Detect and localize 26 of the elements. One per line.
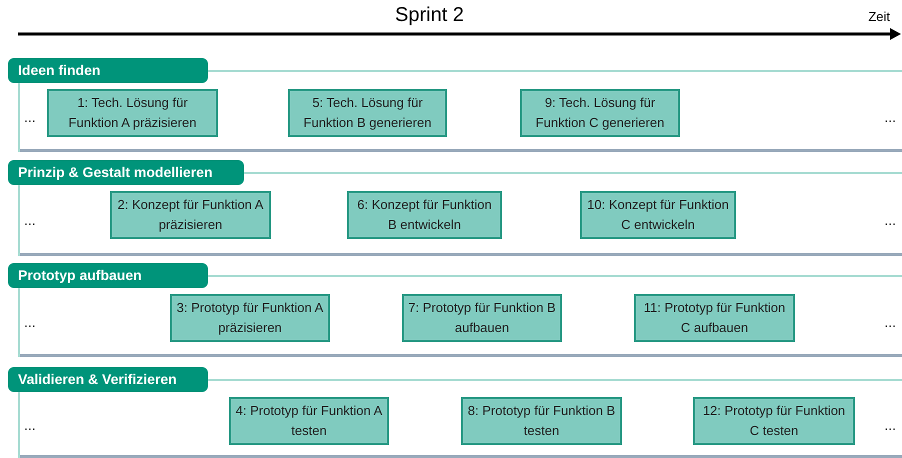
task-box: 1: Tech. Lösung für Funktion A präzisieren (47, 89, 218, 137)
task-box: 6: Konzept für Funktion B entwickeln (347, 191, 502, 239)
ellipsis: ... (24, 212, 36, 228)
lane-heading: Prinzip & Gestalt modellieren (8, 160, 244, 185)
task-box: 10: Konzept für Funktion C entwickeln (580, 191, 736, 239)
ellipsis: ... (24, 109, 36, 125)
lane-heading: Validieren & Verifizieren (8, 367, 208, 392)
lane-heading: Prototyp aufbauen (8, 263, 208, 288)
task-box: 12: Prototyp für Funktion C testen (693, 397, 855, 445)
axis-label: Zeit (868, 9, 890, 24)
task-box: 2: Konzept für Funktion A präzisieren (110, 191, 271, 239)
task-box: 7: Prototyp für Funktion B aufbauen (402, 294, 562, 342)
lane-heading: Ideen finden (8, 58, 208, 83)
sprint-title: Sprint 2 (395, 4, 464, 27)
task-box: 9: Tech. Lösung für Funktion C generieren (520, 89, 680, 137)
ellipsis: ... (884, 212, 896, 228)
task-box: 3: Prototyp für Funktion A präzisieren (170, 294, 330, 342)
ellipsis: ... (884, 314, 896, 330)
task-box: 8: Prototyp für Funktion B testen (461, 397, 622, 445)
task-box: 4: Prototyp für Funktion A testen (229, 397, 389, 445)
ellipsis: ... (24, 416, 36, 432)
task-box: 11: Prototyp für Funktion C aufbauen (634, 294, 795, 342)
ellipsis: ... (24, 314, 36, 330)
ellipsis: ... (884, 416, 896, 432)
ellipsis: ... (884, 109, 896, 125)
task-box: 5: Tech. Lösung für Funktion B generieren (288, 89, 447, 137)
